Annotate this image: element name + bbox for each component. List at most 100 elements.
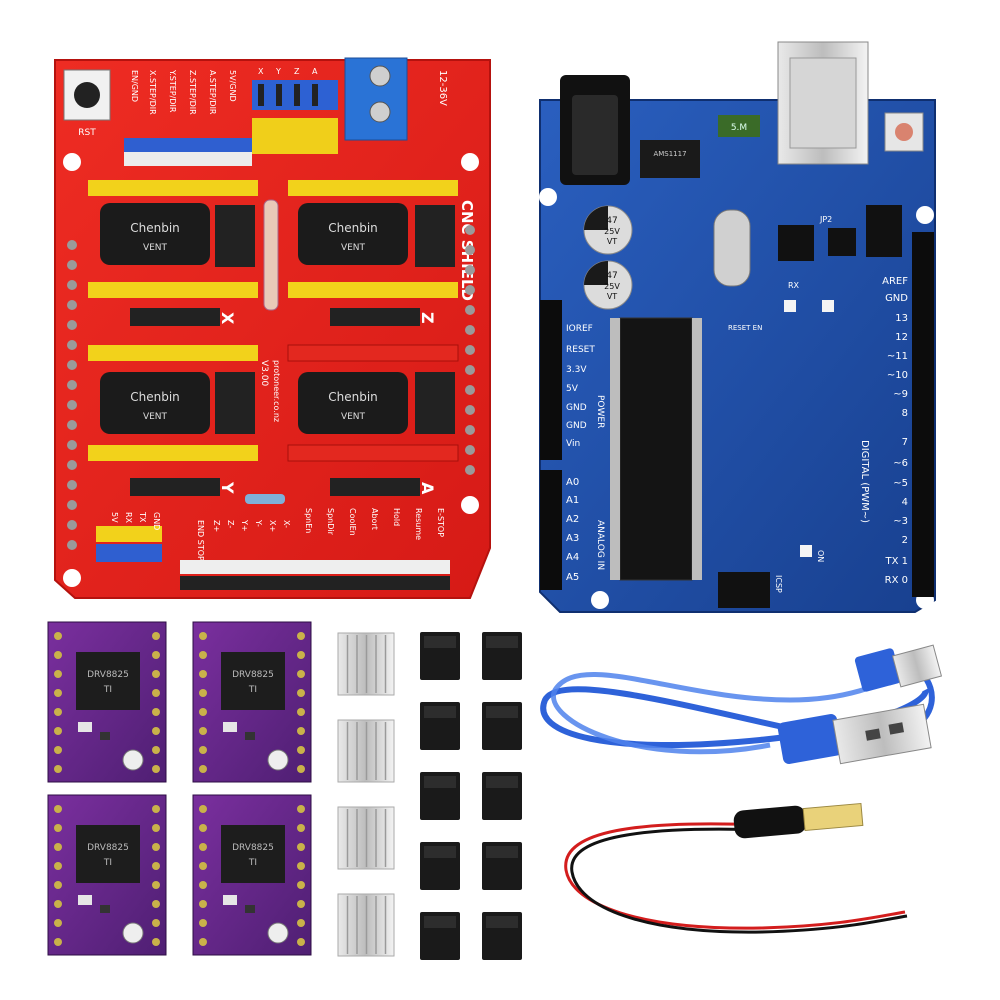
svg-text:IOREF: IOREF xyxy=(566,324,593,334)
svg-text:GND: GND xyxy=(885,293,908,304)
reset-label: RST xyxy=(78,128,96,138)
svg-text:DRV8825: DRV8825 xyxy=(87,843,129,853)
svg-text:2: 2 xyxy=(902,535,908,546)
svg-text:Chenbin: Chenbin xyxy=(130,221,180,235)
svg-text:Chenbin: Chenbin xyxy=(328,390,378,404)
digital-header xyxy=(912,232,934,597)
jumper-cap xyxy=(482,772,522,820)
svg-text:A0: A0 xyxy=(566,477,579,488)
pin-label: EN/GND xyxy=(130,70,139,102)
svg-text:SpnDir: SpnDir xyxy=(326,508,335,536)
potentiometer xyxy=(122,749,144,771)
axis-label-z: Z xyxy=(418,312,437,324)
svg-text:X+: X+ xyxy=(268,520,277,532)
axis-label-x: X xyxy=(218,312,237,325)
endstop-labels: END STOPS Z+ Z- Y+ Y- X+ X- SpnEn SpnDir… xyxy=(196,508,445,566)
power-terminal: 12-36V xyxy=(344,57,448,141)
top-left-header xyxy=(124,138,252,166)
svg-text:25V: 25V xyxy=(604,227,620,236)
small-label: Y xyxy=(275,67,281,76)
svg-text:X-: X- xyxy=(282,520,291,528)
svg-text:VENT: VENT xyxy=(341,412,366,422)
atmega-chip xyxy=(619,317,693,581)
pin-label: X.STEP/DIR xyxy=(148,70,157,115)
led xyxy=(822,300,834,312)
top-pin-labels: EN/GND X.STEP/DIR Y.STEP/DIR Z.STEP/DIR … xyxy=(130,69,237,115)
driver-slot-z: Z xyxy=(288,180,458,326)
usb-b-port xyxy=(777,41,869,165)
icsp-top xyxy=(866,205,902,257)
svg-text:Chenbin: Chenbin xyxy=(130,390,180,404)
svg-text:VENT: VENT xyxy=(143,243,168,253)
svg-text:3.3V: 3.3V xyxy=(566,365,587,375)
usb-a-plug xyxy=(777,703,932,765)
svg-text:Chenbin: Chenbin xyxy=(328,221,378,235)
small-label: A xyxy=(312,67,318,76)
svg-text:TI: TI xyxy=(103,685,112,695)
digital-title: DIGITAL (PWM~) xyxy=(859,440,870,523)
jumper-caps xyxy=(420,632,522,960)
axis-label-a: A xyxy=(418,482,437,495)
driver-slot-x: X xyxy=(88,180,258,326)
capacitor: Chenbin VENT xyxy=(100,372,210,434)
heat-sink xyxy=(337,893,395,957)
svg-text:TX 1: TX 1 xyxy=(885,556,909,567)
svg-text:RX 0: RX 0 xyxy=(885,575,908,586)
jumper-cap xyxy=(420,912,460,960)
heat-sink xyxy=(337,719,395,783)
svg-text:AMS1117: AMS1117 xyxy=(653,150,686,158)
svg-text:5.M: 5.M xyxy=(731,123,747,133)
svg-text:VENT: VENT xyxy=(341,243,366,253)
small-label: Z xyxy=(294,67,300,76)
svg-text:SpnEn: SpnEn xyxy=(304,508,313,533)
svg-text:E-STOP: E-STOP xyxy=(436,508,445,537)
svg-text:8: 8 xyxy=(902,408,908,419)
svg-text:13: 13 xyxy=(895,313,908,324)
uno-board: 5.M AMS1117 47 25V VT 47 25V VT JP2 xyxy=(539,41,936,613)
svg-text:A5: A5 xyxy=(566,572,579,583)
svg-text:GND: GND xyxy=(152,512,161,530)
reset-button: RST xyxy=(63,69,111,138)
small-label: X xyxy=(258,67,264,76)
power-title: POWER xyxy=(595,395,605,428)
svg-text:~6: ~6 xyxy=(893,458,908,469)
heat-sink xyxy=(337,806,395,870)
jumper-cap xyxy=(420,842,460,890)
svg-text:A2: A2 xyxy=(566,514,579,525)
svg-text:JP2: JP2 xyxy=(819,215,832,224)
analog-title: ANALOG IN xyxy=(595,520,605,570)
usb-b-plug xyxy=(854,644,943,692)
svg-text:12: 12 xyxy=(895,332,908,343)
left-pins xyxy=(67,240,77,550)
dc-plug-tip xyxy=(802,802,864,832)
fuse xyxy=(263,199,279,311)
crystal xyxy=(713,209,751,287)
jumper-cap xyxy=(482,702,522,750)
svg-text:A3: A3 xyxy=(566,533,579,544)
axis-label-y: Y xyxy=(218,481,237,494)
led xyxy=(800,545,812,557)
digital-pin-labels: AREF GND 13 12 ~11 ~10 ~9 8 7 ~6 ~5 4 ~3… xyxy=(882,276,908,586)
driver-slot-y: Y xyxy=(88,345,258,496)
jumper-cap xyxy=(420,632,460,680)
dc-jack xyxy=(560,75,630,185)
capacitor: Chenbin VENT xyxy=(298,203,408,265)
right-pins xyxy=(465,225,475,475)
svg-text:~3: ~3 xyxy=(893,516,908,527)
svg-text:Y+: Y+ xyxy=(240,519,249,532)
analog-header xyxy=(540,470,562,590)
svg-text:Z-: Z- xyxy=(226,520,235,528)
svg-text:~10: ~10 xyxy=(887,370,908,381)
svg-text:TI: TI xyxy=(248,858,257,868)
svg-text:ON: ON xyxy=(816,550,825,562)
usb-cable xyxy=(540,644,943,765)
svg-text:Hold: Hold xyxy=(392,508,401,526)
shield-site: protoneer.co.nz xyxy=(272,360,281,422)
svg-text:TX: TX xyxy=(138,511,147,523)
svg-text:47: 47 xyxy=(606,216,617,226)
pin-label: Z.STEP/DIR xyxy=(188,70,197,115)
svg-text:VT: VT xyxy=(607,292,617,301)
